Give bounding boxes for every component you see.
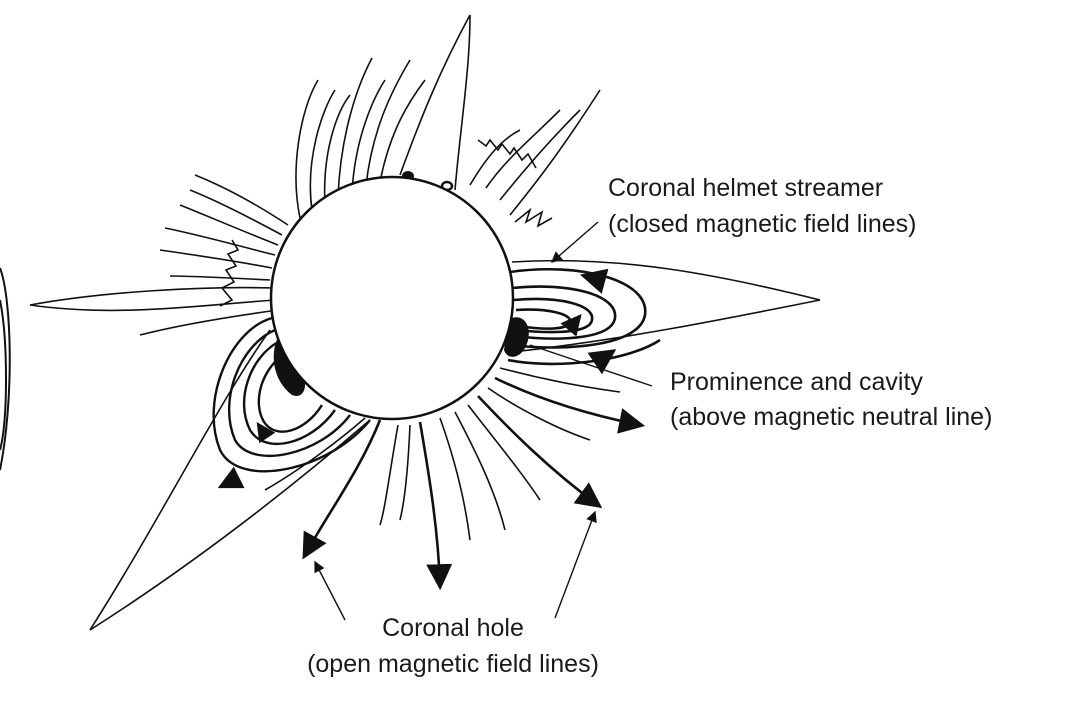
prominence-subtitle: (above magnetic neutral line)	[670, 403, 992, 431]
sun-disk	[269, 175, 515, 421]
closed-field-loops-right	[507, 268, 661, 375]
prominence-title: Prominence and cavity	[670, 368, 923, 396]
closed-field-loops-left	[212, 316, 371, 489]
left-edge-curves	[0, 267, 11, 471]
helmet-streamer-left	[89, 329, 371, 631]
coronal-hole-subtitle: (open magnetic field lines)	[307, 650, 599, 678]
helmet-streamer-title: Coronal helmet streamer	[608, 174, 883, 202]
helmet-streamer-label: Coronal helmet streamer (closed magnetic…	[608, 174, 916, 238]
coronal-rays	[29, 14, 601, 336]
leader-lines	[314, 221, 653, 621]
coronal-hole-title: Coronal hole	[382, 614, 524, 642]
prominence-label: Prominence and cavity (above magnetic ne…	[670, 368, 992, 431]
helmet-streamer-subtitle: (closed magnetic field lines)	[608, 210, 916, 238]
coronal-hole-label: Coronal hole (open magnetic field lines)	[307, 614, 599, 678]
coronal-hole-open-lines	[264, 367, 646, 591]
